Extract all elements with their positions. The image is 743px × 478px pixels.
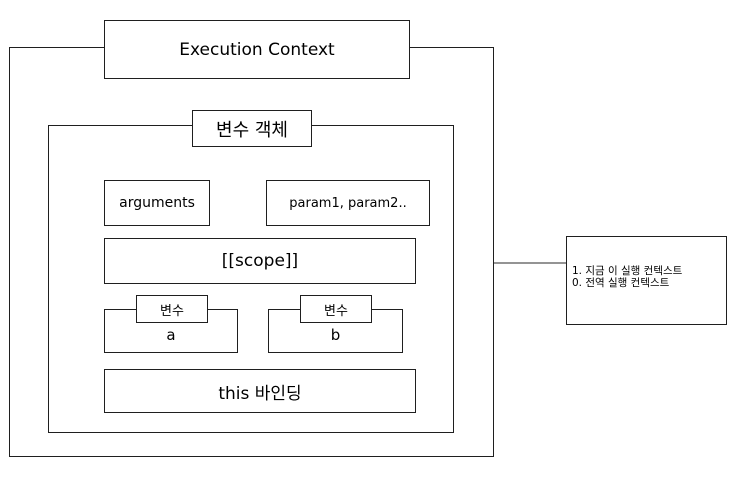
execution-context-title: Execution Context [104, 20, 410, 79]
variable-b-name: b [268, 323, 403, 347]
arguments-label: arguments [119, 195, 195, 211]
variable-a-tag-text: 변수 [160, 303, 184, 319]
this-binding-label: this 바인딩 [218, 383, 302, 404]
arguments-box: arguments [104, 180, 210, 226]
variable-b-tag: 변수 [300, 295, 372, 323]
execution-context-title-text: Execution Context [179, 39, 335, 60]
scope-label: [[scope]] [221, 251, 299, 271]
this-binding-box: this 바인딩 [104, 369, 416, 413]
variable-a-tag: 변수 [136, 295, 208, 323]
variable-object-title-text: 변수 객체 [216, 119, 288, 141]
params-label: param1, param2.. [289, 195, 407, 211]
scope-chain-line-2: 0. 전역 실행 컨텍스트 [572, 277, 670, 289]
scope-chain-line-1: 1. 지금 이 실행 컨텍스트 [572, 265, 683, 277]
variable-a-name: a [104, 323, 238, 347]
params-box: param1, param2.. [266, 180, 430, 226]
variable-b-name-text: b [330, 326, 341, 344]
variable-b-tag-text: 변수 [324, 303, 348, 319]
variable-a-name-text: a [166, 326, 176, 344]
scope-chain-box: 1. 지금 이 실행 컨텍스트 0. 전역 실행 컨텍스트 [566, 236, 727, 325]
variable-object-title: 변수 객체 [192, 110, 312, 147]
scope-box: [[scope]] [104, 238, 416, 284]
